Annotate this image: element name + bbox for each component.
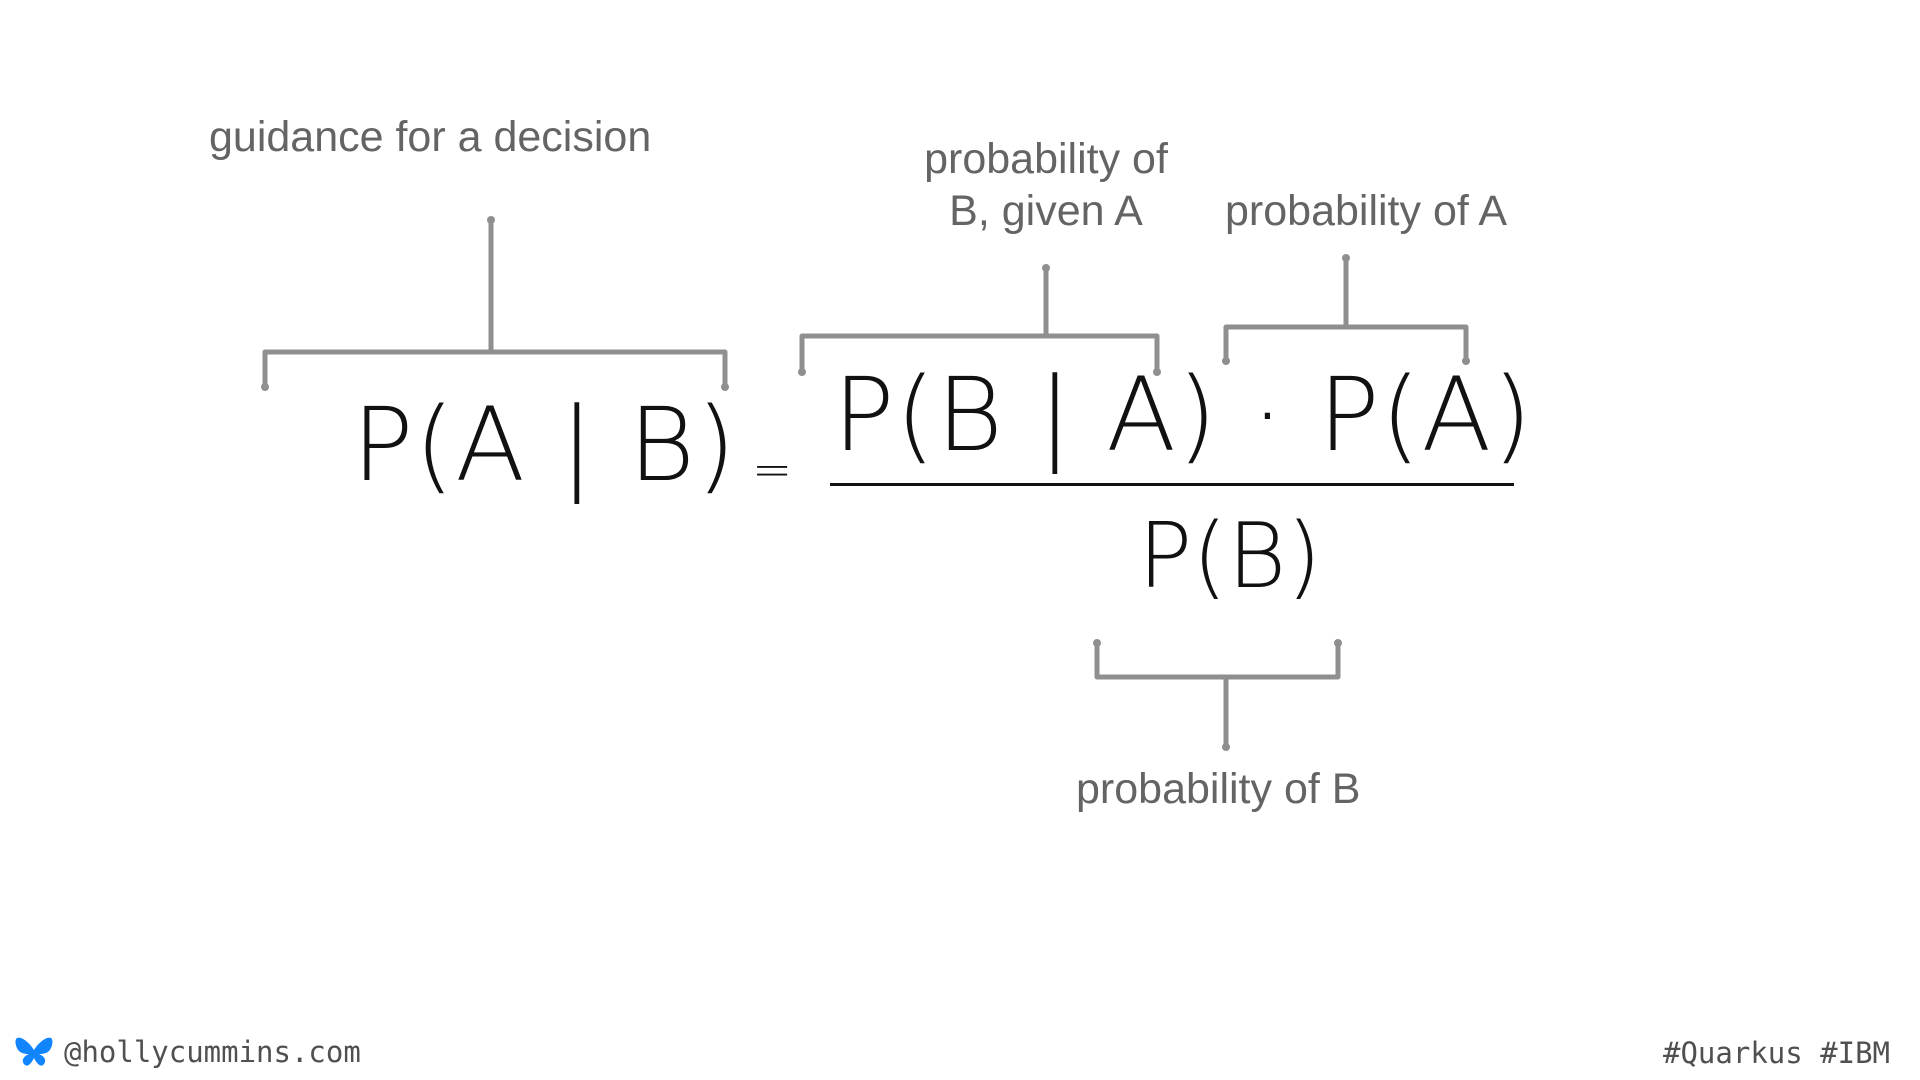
label-guidance-for-a-decision: guidance for a decision xyxy=(209,113,652,161)
footer-hashtags: #Quarkus #IBM xyxy=(1663,1036,1890,1070)
formula-lhs: P(A | B) xyxy=(352,386,737,505)
bracket-prob-b xyxy=(1093,639,1342,751)
bracket-prob-a xyxy=(1222,254,1470,365)
butterfly-icon xyxy=(15,1037,53,1066)
formula-equals-sign: = xyxy=(752,442,793,498)
label-line-1: probability of xyxy=(924,135,1168,183)
bracket-guidance xyxy=(261,216,729,391)
label-line-2: B, given A xyxy=(949,186,1143,235)
footer-author: @hollycummins.com xyxy=(14,1034,361,1070)
fraction-bar xyxy=(830,483,1514,486)
label-probability-of-b: probability of B xyxy=(1076,765,1361,813)
label-probability-of-a: probability of A xyxy=(1225,187,1508,235)
footer-handle[interactable]: @hollycummins.com xyxy=(64,1035,361,1069)
formula-numerator: P(B | A) · P(A) xyxy=(833,356,1534,475)
formula-denominator: P(B) xyxy=(1138,504,1322,609)
label-probability-of-b-given-a: probability of B, given A xyxy=(924,134,1168,237)
